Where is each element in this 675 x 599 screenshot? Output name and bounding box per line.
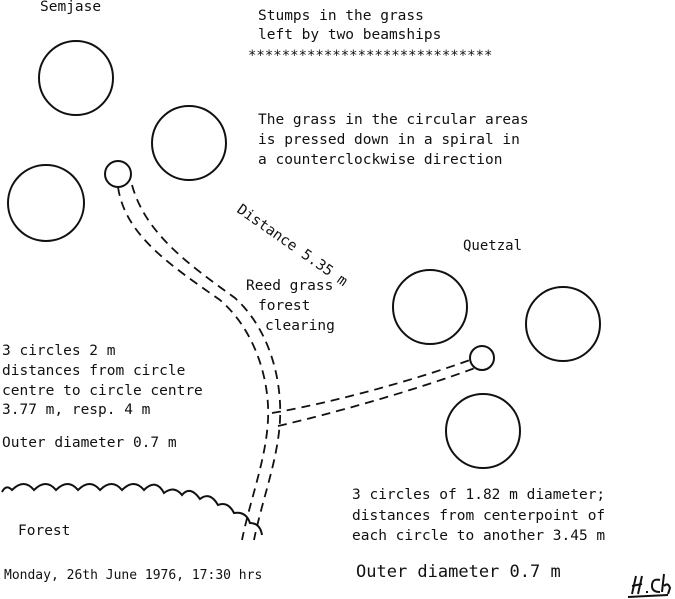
header-title-line2: left by two beamships xyxy=(258,27,442,43)
right-note-line1: 3 circles of 1.82 m diameter; xyxy=(352,487,606,503)
right-outer-diameter: Outer diameter 0.7 m xyxy=(356,562,561,582)
left-outer-diameter: Outer diameter 0.7 m xyxy=(2,435,177,451)
semjase-label: Semjase xyxy=(40,0,102,15)
semjase-circle-right xyxy=(151,105,227,181)
semjase-path xyxy=(117,184,282,541)
reed-grass-line2: forest xyxy=(258,298,311,314)
left-note-line2: distances from circle xyxy=(2,363,186,379)
quetzal-path xyxy=(271,359,476,427)
left-note-line1: 3 circles 2 m xyxy=(2,343,116,359)
right-note-line2: distances from centerpoint of xyxy=(352,508,606,524)
spiral-note-line3: a counterclockwise direction xyxy=(258,152,503,168)
date-caption: Monday, 26th June 1976, 17:30 hrs xyxy=(4,568,263,583)
signature xyxy=(629,572,673,598)
reed-grass-line1: Reed grass xyxy=(246,278,334,294)
semjase-circle-top xyxy=(38,40,114,116)
semjase-circle-left xyxy=(7,164,85,242)
quetzal-circle-bottom xyxy=(445,393,521,469)
quetzal-label: Quetzal xyxy=(463,238,523,254)
left-note-line4: 3.77 m, resp. 4 m xyxy=(2,402,151,418)
quetzal-circle-right xyxy=(525,286,601,362)
quetzal-circle-left xyxy=(392,269,468,345)
semjase-outer-circle xyxy=(104,160,132,188)
spiral-note-line2: is pressed down in a spiral in xyxy=(258,132,520,148)
header-title-line1: Stumps in the grass xyxy=(258,8,424,24)
signature-drawing xyxy=(627,573,672,598)
left-note-line3: centre to circle centre xyxy=(2,383,203,399)
right-note-line3: each circle to another 3.45 m xyxy=(352,528,606,544)
reed-grass-line3: clearing xyxy=(265,318,335,334)
header-underline-stars: ***************************** xyxy=(248,48,493,64)
forest-edge xyxy=(1,483,263,536)
forest-label: Forest xyxy=(18,523,71,539)
quetzal-outer-circle xyxy=(469,345,495,371)
spiral-note-line1: The grass in the circular areas xyxy=(258,112,529,128)
